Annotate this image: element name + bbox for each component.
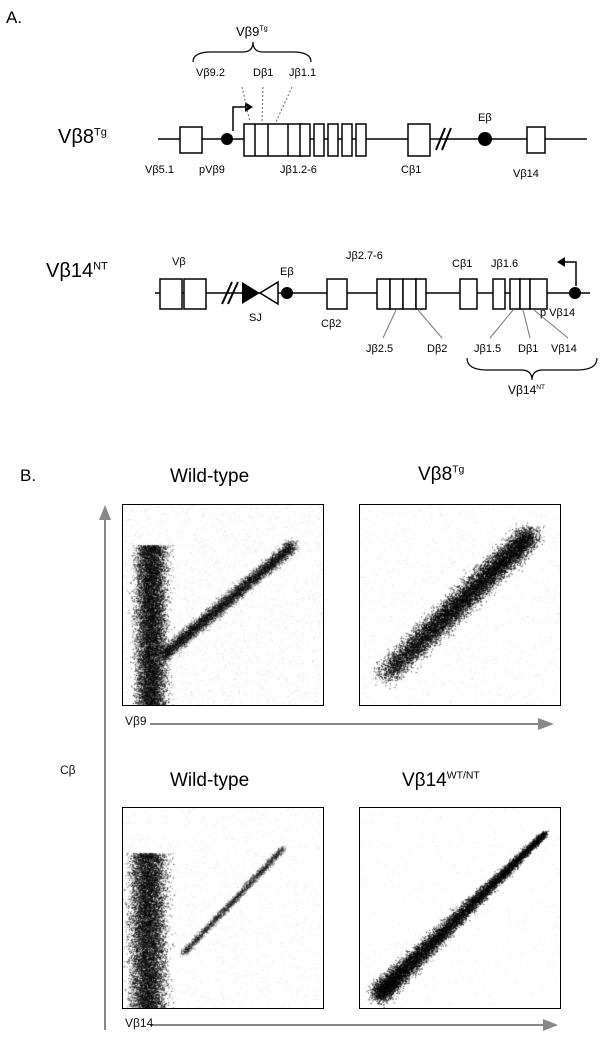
- track-2-title: Vβ14NT: [46, 260, 108, 282]
- label-db2: Dβ2: [427, 343, 448, 355]
- track-1-brace: [192, 41, 312, 63]
- track-1-locus: [158, 123, 587, 157]
- track-2-brace: [466, 357, 598, 381]
- flow-plot-4: [359, 807, 561, 1009]
- panel-b-letter: B.: [20, 466, 37, 485]
- cb1-segment: [407, 123, 431, 157]
- label-sj: SJ: [249, 312, 262, 324]
- enhancer-dot: [478, 132, 492, 146]
- label-jb15: Jβ1.5: [474, 343, 502, 355]
- plot-4-title: Vβ14WT/NT: [402, 770, 480, 791]
- promoter-dot: [221, 133, 233, 145]
- flow-plot-3: [122, 807, 324, 1009]
- label-jb27-6: Jβ2.7-6: [346, 250, 383, 262]
- y-axis-label: Cβ: [60, 763, 76, 777]
- x-axis-label-bottom: Vβ14: [125, 1016, 154, 1030]
- vb9tg-segments: [243, 123, 303, 157]
- panel-a-letter: A.: [6, 8, 23, 27]
- label-cb2: Cβ2: [321, 318, 342, 330]
- label-enhancer-2: Eβ: [280, 266, 294, 278]
- promoter-arrow: [232, 106, 249, 131]
- flow-plot-1: [122, 504, 324, 706]
- label-jb16: Jβ1.6: [491, 258, 519, 270]
- promoter-arrow-2: [561, 261, 577, 286]
- label-db1: Dβ1: [253, 67, 274, 79]
- label-jb11: Jβ1.1: [289, 67, 317, 79]
- axes-arrows: [99, 505, 558, 1031]
- plot-1-title: Wild-type: [170, 466, 250, 487]
- cb2-segment: [326, 278, 348, 310]
- label-vb51: Vβ5.1: [145, 164, 174, 176]
- sj-triangle-left: [242, 282, 260, 304]
- track-1-title: Vβ8Tg: [58, 126, 107, 148]
- plot-2-title: Vβ8Tg: [418, 464, 465, 485]
- label-vb14-t2: Vβ14: [551, 343, 577, 355]
- label-cb1-t2: Cβ1: [452, 258, 473, 270]
- label-vb92: Vβ9.2: [196, 67, 225, 79]
- vb14-segment: [526, 126, 546, 154]
- label-jb12-6: Jβ1.2-6: [280, 164, 317, 176]
- plot-3-title: Wild-type: [170, 770, 250, 791]
- label-db1-t2: Dβ1: [518, 343, 539, 355]
- label-enhancer-1: Eβ: [478, 112, 492, 124]
- label-promoter-vb14: p Vβ14: [540, 307, 576, 319]
- flow-plot-2: [359, 504, 561, 706]
- vb51-segment: [179, 126, 203, 154]
- track-2-locus: [155, 278, 590, 310]
- label-pvb9: pVβ9: [199, 164, 225, 176]
- x-axis-label-top: Vβ9: [125, 714, 147, 728]
- label-jb25: Jβ2.5: [366, 343, 394, 355]
- label-vb: Vβ: [172, 256, 186, 268]
- sj-triangle-right: [258, 280, 279, 306]
- label-cb1: Cβ1: [401, 164, 422, 176]
- label-vb14: Vβ14: [513, 168, 539, 180]
- track-2-brace-label: Vβ14NT: [508, 383, 546, 397]
- cb1-segment-2: [459, 278, 478, 310]
- track-1-brace-label: Vβ9Tg: [236, 24, 268, 39]
